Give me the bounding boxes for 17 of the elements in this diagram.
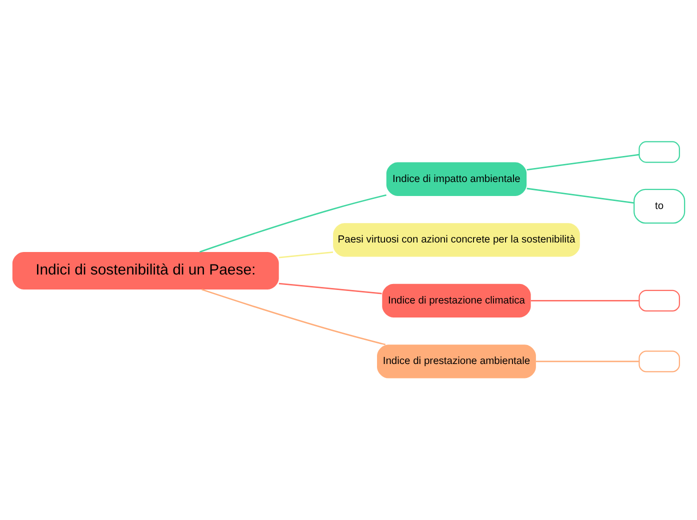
node-box: Indici di sostenibilità di un Paese: xyxy=(12,252,279,290)
connector xyxy=(530,300,640,302)
connector xyxy=(526,154,640,170)
node-box: Paesi virtuosi con azioni concrete per la sostenibilità xyxy=(333,223,580,257)
connector xyxy=(526,188,634,204)
node-box: to xyxy=(634,188,686,224)
node-box xyxy=(638,290,680,312)
node-box xyxy=(638,141,680,163)
node-box: Indice di prestazione climatica xyxy=(382,284,531,318)
node-box: Indice di prestazione ambientale xyxy=(377,344,536,378)
connector xyxy=(202,288,386,346)
node-box xyxy=(638,350,680,372)
connector xyxy=(536,360,639,362)
connector xyxy=(278,251,334,258)
node-box: Indice di impatto ambientale xyxy=(386,162,527,196)
connector xyxy=(199,194,386,253)
connector xyxy=(278,282,382,294)
